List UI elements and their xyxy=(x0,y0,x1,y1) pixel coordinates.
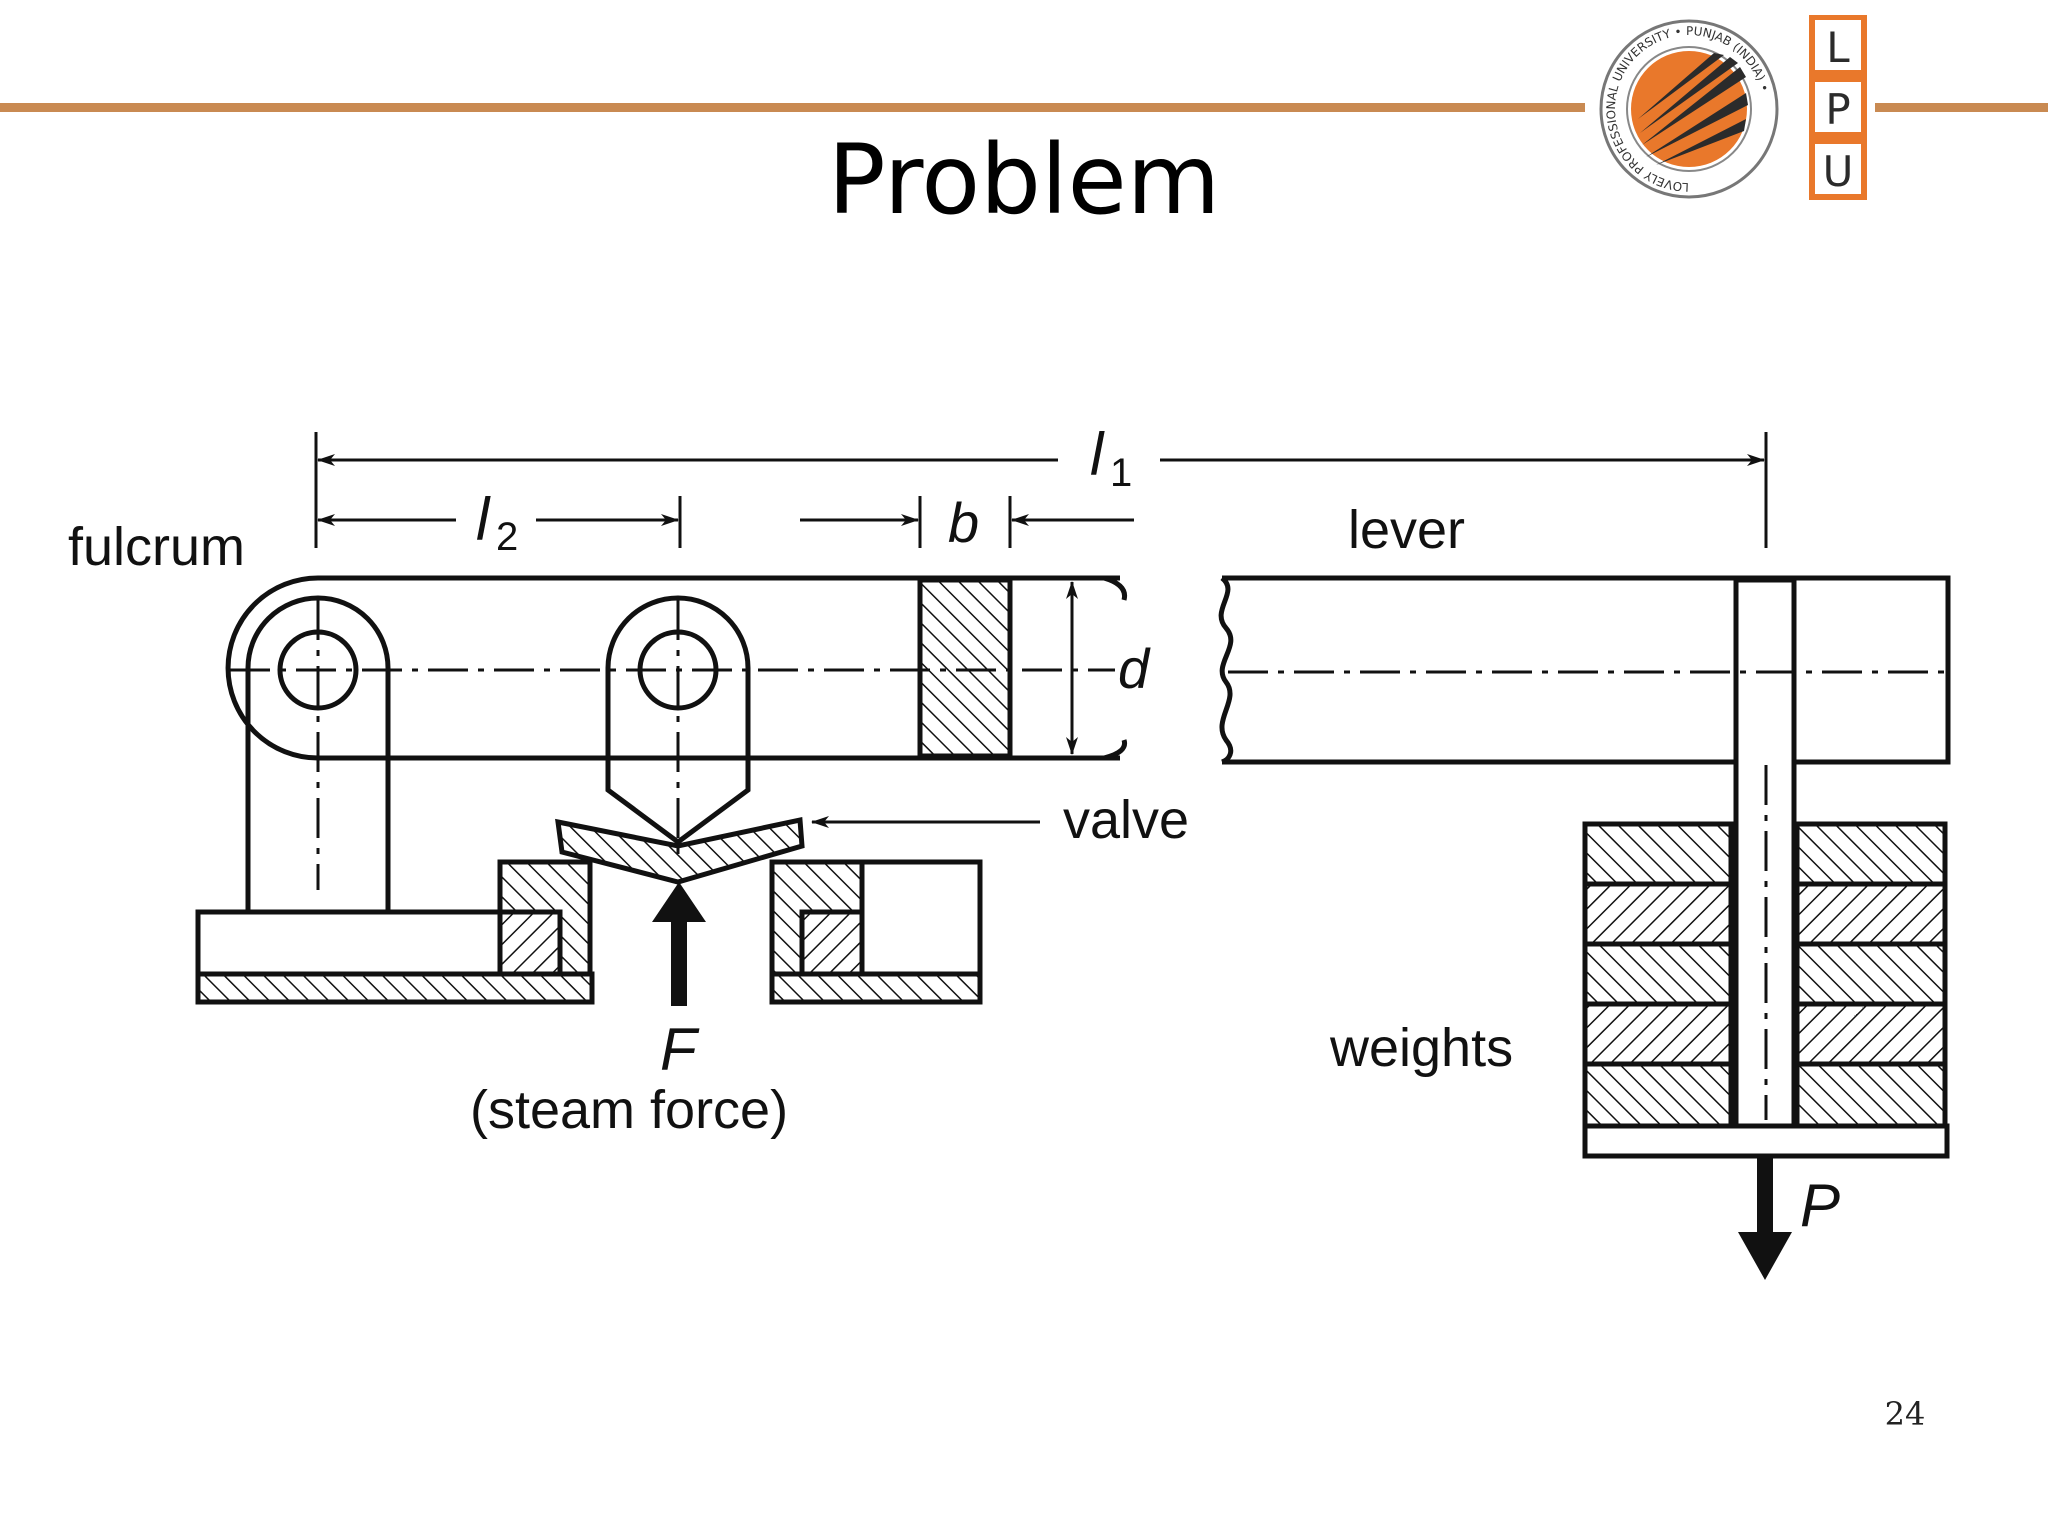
valve-body xyxy=(195,859,983,1005)
dim-label-d: d xyxy=(1118,637,1151,700)
logo-letter-u: U xyxy=(1823,147,1854,196)
label-lever: lever xyxy=(1348,500,1465,560)
label-steam-force: (steam force) xyxy=(470,1080,788,1140)
dim-label-b: b xyxy=(948,491,979,554)
valve-clevis xyxy=(605,595,751,846)
force-label-F: F xyxy=(660,1016,700,1083)
weight-base-plate xyxy=(1582,1123,1950,1159)
dim-label-l1-subscript: 1 xyxy=(1110,451,1132,495)
lpu-letter-blocks: L P U xyxy=(1809,14,1867,200)
valve-disc xyxy=(555,816,805,885)
slide-title: Problem xyxy=(827,124,1221,236)
dim-label-l2-subscript: 2 xyxy=(496,515,518,559)
force-label-P: P xyxy=(1800,1172,1840,1239)
lever-break-right xyxy=(1218,576,1234,765)
lpu-logo-graphic: LOVELY PROFESSIONAL UNIVERSITY • PUNJAB … xyxy=(1599,14,1867,200)
dim-label-l2: l xyxy=(476,486,491,553)
label-weights: weights xyxy=(1329,1018,1513,1078)
weights-stack xyxy=(1582,821,1948,1129)
accent-rule-right xyxy=(1875,103,2048,112)
accent-rule-left xyxy=(0,103,1585,112)
page-number: 24 xyxy=(1884,1395,1926,1433)
lever-break-left xyxy=(1103,575,1128,761)
steam-force-arrow xyxy=(652,882,706,1006)
lever-right-body xyxy=(1222,575,1951,765)
load-arrow xyxy=(1738,1158,1792,1280)
fulcrum-support xyxy=(245,595,391,910)
label-valve: valve xyxy=(1063,790,1189,850)
lever-cross-section xyxy=(917,577,1013,759)
logo-letter-l: L xyxy=(1826,23,1850,72)
lpu-logo: LOVELY PROFESSIONAL UNIVERSITY • PUNJAB … xyxy=(1590,14,1880,205)
label-fulcrum: fulcrum xyxy=(68,517,245,577)
seal-sunburst-icon xyxy=(1631,51,1748,167)
logo-letter-p: P xyxy=(1825,85,1850,134)
dim-label-l1: l xyxy=(1090,421,1105,488)
